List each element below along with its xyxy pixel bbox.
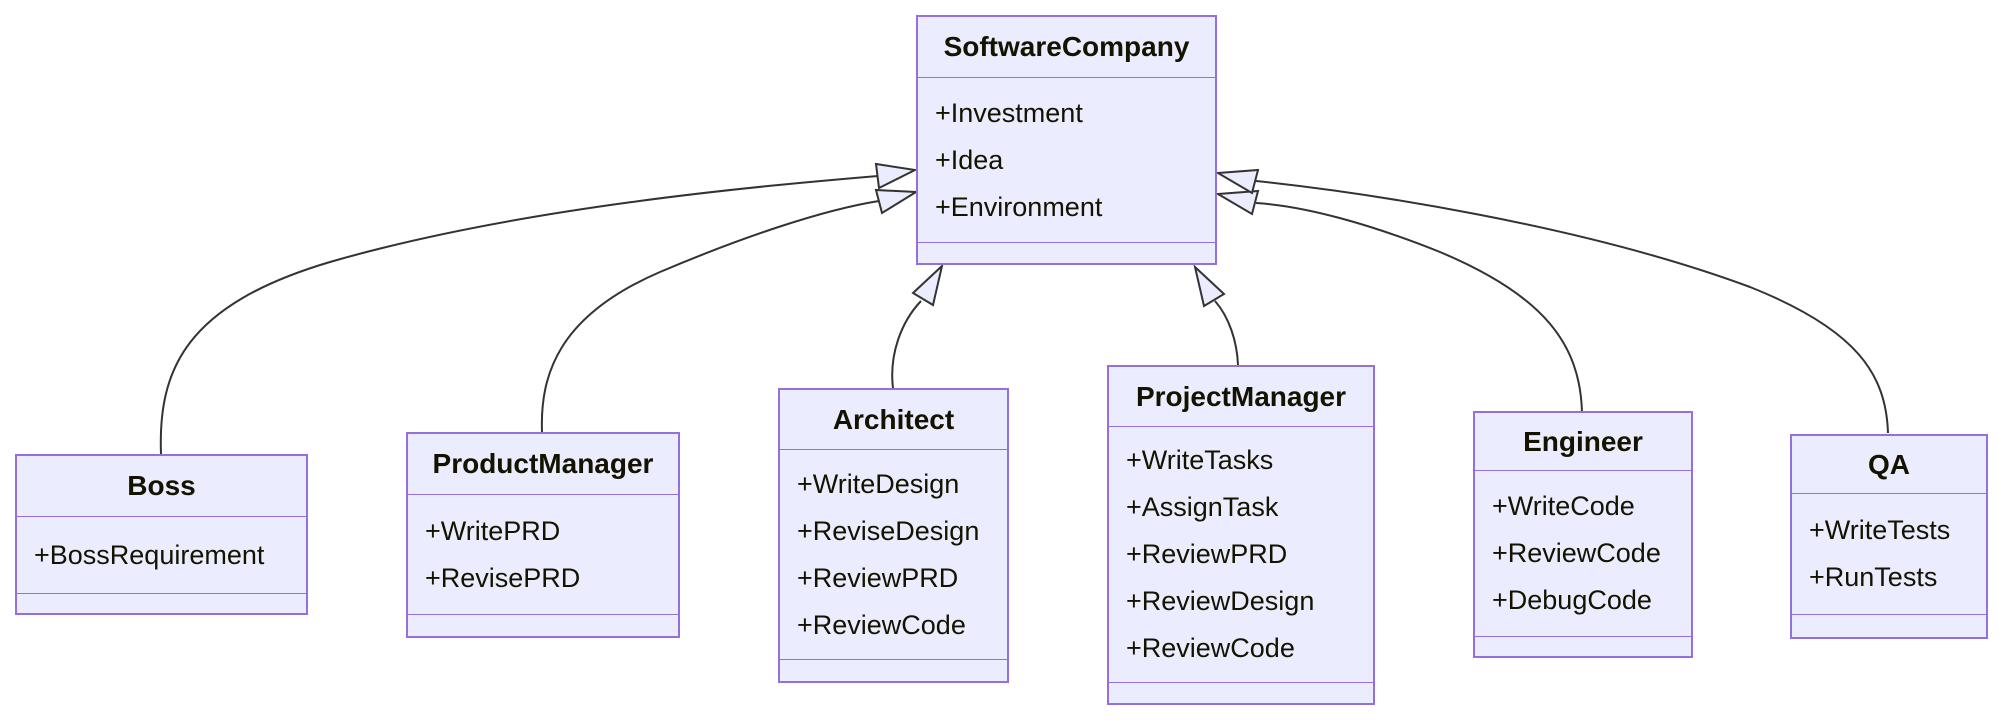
class-methods-section [918,243,1215,263]
class-attribute: +WriteTasks [1126,445,1274,475]
class-attribute: +Investment [935,97,1083,128]
class-box-productmanager: ProductManager +WritePRD +RevisePRD [406,432,680,638]
class-title: Architect [780,390,1007,450]
class-title: QA [1792,436,1986,494]
class-attributes-section: +WriteCode +ReviewCode +DebugCode [1475,471,1691,637]
class-title: ProjectManager [1109,367,1373,427]
class-methods-section [17,594,306,613]
class-attribute: +ReviewDesign [1126,586,1315,616]
class-methods-section [408,615,678,636]
class-title: ProductManager [408,434,678,495]
class-attribute: +Environment [935,191,1103,222]
class-attributes-section: +WriteTests +RunTests [1792,494,1986,615]
class-attribute: +WriteCode [1492,491,1635,521]
class-attribute: +ReviseDesign [797,515,980,546]
class-attribute: +RevisePRD [425,562,581,593]
class-attribute: +WritePRD [425,515,561,546]
edge-boss-softwarecompany [159,175,879,455]
class-box-boss: Boss +BossRequirement [15,454,308,615]
class-box-qa: QA +WriteTests +RunTests [1790,434,1988,639]
class-box-architect: Architect +WriteDesign +ReviseDesign +Re… [778,388,1009,683]
inheritance-arrowhead-icon [874,188,920,215]
inheritance-arrowhead-icon [911,263,944,307]
class-attribute: +ReviewPRD [1126,539,1288,569]
class-attribute: +Idea [935,144,1004,175]
inheritance-arrowhead-icon [1214,189,1260,216]
class-attribute: +WriteDesign [797,468,960,499]
class-attribute: +ReviewCode [797,609,966,640]
class-attribute: +BossRequirement [34,539,265,570]
inheritance-arrowhead-icon [1193,264,1226,308]
class-attribute: +ReviewCode [1126,633,1295,663]
class-box-softwarecompany: SoftwareCompany +Investment +Idea +Envir… [916,15,1217,265]
class-attributes-section: +BossRequirement [17,517,306,594]
class-attribute: +ReviewCode [1492,538,1661,568]
class-box-engineer: Engineer +WriteCode +ReviewCode +DebugCo… [1473,411,1693,658]
class-methods-section [1475,637,1691,656]
class-methods-section [1109,683,1373,703]
class-attributes-section: +WritePRD +RevisePRD [408,495,678,615]
inheritance-arrowhead-icon [874,162,919,190]
class-title: SoftwareCompany [918,17,1215,78]
inheritance-arrowhead-icon [1214,168,1260,195]
class-box-projectmanager: ProjectManager +WriteTasks +AssignTask +… [1107,365,1375,705]
class-attribute: +ReviewPRD [797,562,959,593]
edge-architect-softwarecompany [891,300,922,389]
edge-qa-softwarecompany [1255,180,1889,434]
class-attributes-section: +Investment +Idea +Environment [918,78,1215,243]
edge-projectmanager-softwarecompany [1214,300,1239,366]
class-attribute: +WriteTests [1809,515,1951,545]
class-attributes-section: +WriteDesign +ReviseDesign +ReviewPRD +R… [780,450,1007,660]
class-methods-section [780,660,1007,681]
edge-engineer-softwarecompany [1255,202,1583,413]
class-attribute: +AssignTask [1126,492,1279,522]
class-title: Boss [17,456,306,517]
class-title: Engineer [1475,413,1691,471]
class-methods-section [1792,615,1986,637]
class-attributes-section: +WriteTasks +AssignTask +ReviewPRD +Revi… [1109,427,1373,683]
class-attribute: +DebugCode [1492,585,1652,615]
edge-productmanager-softwarecompany [540,200,880,433]
class-attribute: +RunTests [1809,562,1938,592]
